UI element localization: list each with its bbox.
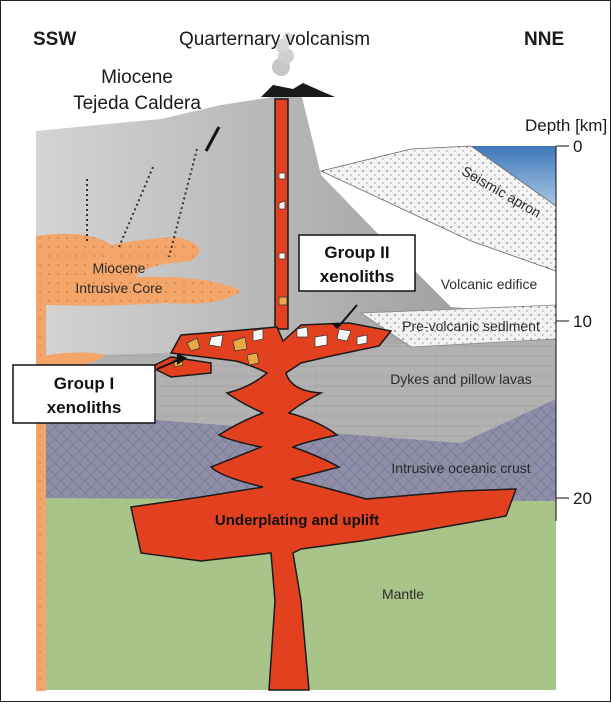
depth-label-10: 10 xyxy=(573,312,592,331)
figure-title: Quarternary volcanism xyxy=(179,29,370,50)
caldera-label-line1: Miocene xyxy=(101,67,173,88)
group1-label-line2: xenoliths xyxy=(47,398,122,417)
depth-label-20: 20 xyxy=(573,489,592,508)
underplating-label: Underplating and uplift xyxy=(215,512,379,529)
direction-right: NNE xyxy=(524,29,564,50)
mantle-label: Mantle xyxy=(382,586,424,602)
depth-label-0: 0 xyxy=(573,137,582,156)
intrusive-core-label-line2: Intrusive Core xyxy=(75,280,162,296)
direction-left: SSW xyxy=(33,29,76,50)
dykes-label: Dykes and pillow lavas xyxy=(390,371,532,387)
group1-label-line1: Group I xyxy=(54,374,114,393)
volcano-summit xyxy=(261,83,335,97)
intrusive-crust-label: Intrusive oceanic crust xyxy=(391,460,530,476)
caldera-label-line2: Tejeda Caldera xyxy=(73,93,201,114)
intrusive-core-label-line1: Miocene xyxy=(93,260,146,276)
group2-label-line2: xenoliths xyxy=(320,267,395,286)
pre-volcanic-sediment-label: Pre-volcanic sediment xyxy=(402,318,540,334)
volcanic-edifice-label: Volcanic edifice xyxy=(441,276,538,292)
depth-title: Depth [km] xyxy=(525,116,607,135)
group2-label-line1: Group II xyxy=(324,243,389,262)
